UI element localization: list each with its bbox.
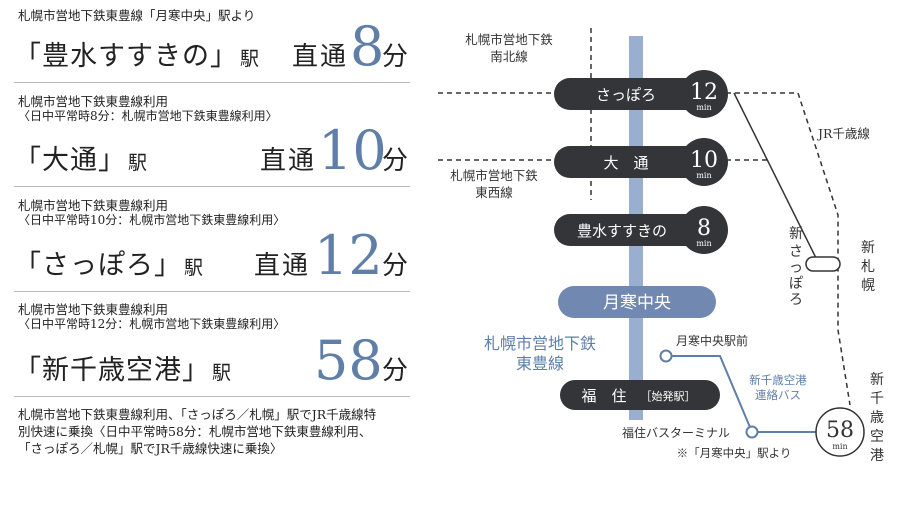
- tsukisamu-label: 月寒中央: [603, 293, 671, 313]
- travel-minutes: 12: [314, 224, 383, 287]
- odori-label: 大 通: [603, 154, 648, 172]
- sapporo-station-pill: [554, 78, 714, 110]
- station-name: 「さっぽろ」駅: [14, 250, 205, 281]
- direct-label: 直通: [260, 146, 317, 176]
- travel-minutes: 10: [318, 119, 387, 182]
- nanboku-label-2: 南北線: [490, 49, 528, 64]
- sapporo-minutes: 12: [690, 80, 718, 105]
- min-unit: min: [696, 103, 711, 112]
- toho-label-2: 東豊線: [516, 354, 564, 373]
- airport-minutes: 58: [826, 418, 854, 443]
- shin-satsu-char: 新: [861, 240, 875, 256]
- footer-note: 札幌市営地下鉄東豊線利用、「さっぽろ／札幌」駅でJR千歳線特 別快速に乗換〈日中…: [18, 406, 376, 457]
- jr-line-solid: [733, 92, 819, 263]
- airport-min-badge: [815, 407, 865, 457]
- divider: [14, 291, 410, 292]
- route-list: 札幌市営地下鉄東豊線「月寒中央」駅より 「豊水すすきの」駅 直通 8 分 札幌市…: [14, 0, 414, 510]
- shin-chitose-char: 港: [870, 448, 884, 464]
- direct-label: 直通: [254, 251, 311, 281]
- divider: [14, 82, 410, 83]
- shin-chitose-char: 空: [870, 429, 884, 445]
- station-name: 「豊水すすきの」駅: [14, 41, 261, 72]
- odori-station-pill: [554, 146, 714, 178]
- shin-satsu-vertical-label: 新 札 幌: [861, 240, 875, 294]
- route-note: 〈日中平常時8分：札幌市営地下鉄東豊線利用〉: [18, 109, 278, 123]
- travel-minutes: 8: [350, 15, 385, 78]
- shin-chitose-char: 歳: [870, 410, 884, 426]
- shin-sapporo-char: ろ: [789, 292, 803, 308]
- bus-terminal-marker: [745, 425, 759, 439]
- bus-stop-marker: [659, 349, 673, 363]
- minutes-unit: 分: [382, 356, 409, 386]
- shin-sapporo-char: ぽ: [789, 276, 803, 292]
- tozai-label-1: 札幌市営地下鉄: [450, 168, 538, 183]
- tozai-label-2: 東西線: [475, 185, 513, 200]
- divider: [14, 186, 410, 187]
- sapporo-min-badge: [680, 70, 728, 118]
- fukuzumi-label: 福 住: [581, 387, 626, 405]
- map-footnote: ※「月寒中央」駅より: [677, 446, 792, 460]
- shin-sapporo-station: [805, 256, 841, 272]
- minutes-unit: 分: [382, 251, 409, 281]
- shin-satsu-char: 幌: [861, 278, 875, 294]
- bus-stop-label: 月寒中央駅前: [676, 333, 748, 348]
- hosui-min-badge: [680, 206, 728, 254]
- footer-line: 別快速に乗換〈日中平常時58分：札幌市営地下鉄東豊線利用、: [18, 424, 372, 439]
- divider: [14, 396, 410, 397]
- shin-chitose-char: 新: [870, 372, 884, 388]
- shin-sapporo-vertical-label: 新 さ っ ぽ ろ: [789, 226, 803, 308]
- minutes-unit: 分: [382, 146, 409, 176]
- odori-minutes: 10: [690, 148, 718, 173]
- shin-sapporo-char: さ: [789, 244, 803, 260]
- toho-label-1: 札幌市営地下鉄: [484, 334, 596, 353]
- nanboku-label-1: 札幌市営地下鉄: [465, 32, 553, 47]
- jr-line-label: JR千歳線: [816, 126, 870, 141]
- min-unit: min: [696, 239, 711, 248]
- route-header: 札幌市営地下鉄東豊線利用: [18, 94, 169, 109]
- bus-route: [666, 355, 822, 433]
- route-header: 札幌市営地下鉄東豊線「月寒中央」駅より: [18, 8, 256, 23]
- shin-sapporo-char: っ: [789, 260, 803, 276]
- station-name: 「新千歳空港」駅: [14, 355, 233, 386]
- fukuzumi-note: ［始発駅］: [641, 389, 696, 403]
- hosui-station-pill: [554, 214, 714, 246]
- route-header: 札幌市営地下鉄東豊線利用: [18, 198, 169, 213]
- direct-label: 直通: [292, 42, 349, 72]
- shin-satsu-char: 札: [861, 259, 875, 275]
- route-map: さっぽろ 12 min 大 通 10 min 豊水すすきの 8 min 月寒中央…: [438, 28, 884, 464]
- shin-chitose-vertical-label: 新 千 歳 空 港: [870, 372, 884, 464]
- route-note: 〈日中平常時12分：札幌市営地下鉄東豊線利用〉: [18, 317, 286, 331]
- bus-line-label-2: 連絡バス: [755, 388, 801, 402]
- station-name: 「大通」駅: [14, 145, 149, 176]
- footer-line: 札幌市営地下鉄東豊線利用、「さっぽろ／札幌」駅でJR千歳線特: [18, 407, 377, 422]
- odori-min-badge: [680, 138, 728, 186]
- hosui-minutes: 8: [697, 216, 711, 241]
- tsukisamu-station-pill: [558, 286, 716, 318]
- route-note: 〈日中平常時10分：札幌市営地下鉄東豊線利用〉: [18, 213, 286, 227]
- bus-terminal-label: 福住バスターミナル: [622, 425, 730, 440]
- shin-sapporo-char: 新: [789, 226, 803, 242]
- sapporo-label: さっぽろ: [596, 86, 656, 104]
- min-unit: min: [832, 442, 847, 451]
- fukuzumi-station-pill: [560, 380, 720, 410]
- hosui-label: 豊水すすきの: [577, 222, 667, 240]
- shin-chitose-char: 千: [870, 391, 884, 407]
- minutes-unit: 分: [382, 42, 409, 72]
- min-unit: min: [696, 171, 711, 180]
- bus-line-label-1: 新千歳空港: [749, 373, 807, 387]
- footer-line: 「さっぽろ／札幌」駅でJR千歳線快速に乗換〉: [18, 441, 283, 456]
- travel-minutes: 58: [314, 329, 383, 392]
- route-header: 札幌市営地下鉄東豊線利用: [18, 302, 169, 317]
